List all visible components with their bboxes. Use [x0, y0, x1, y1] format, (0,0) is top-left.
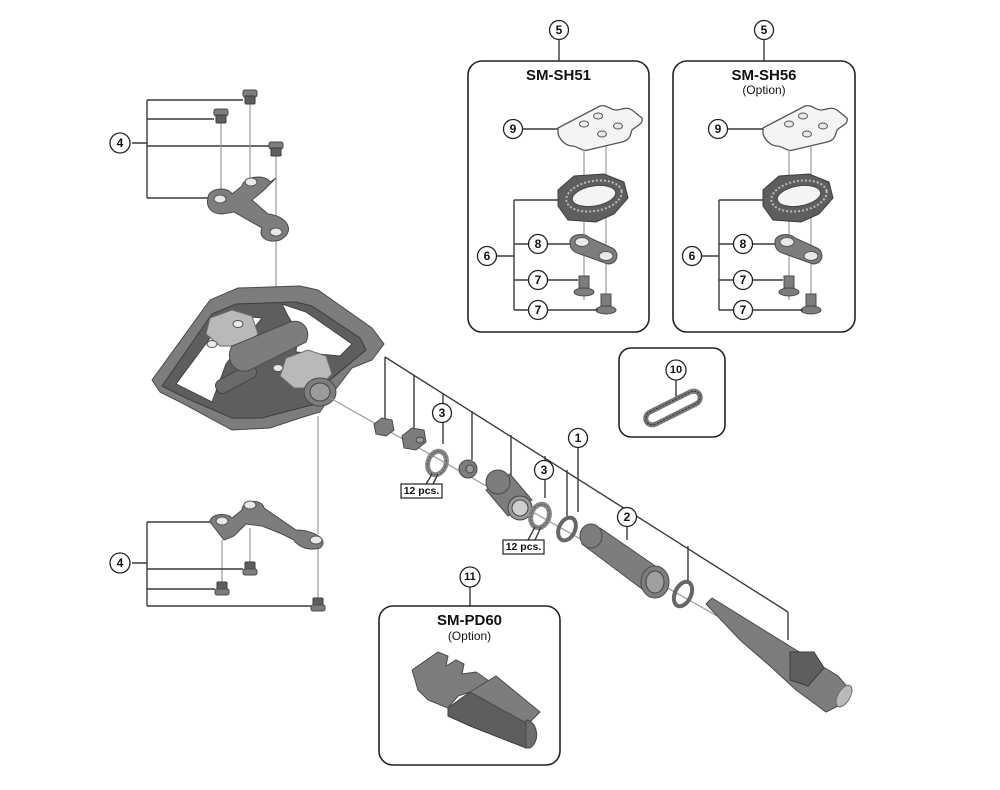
callout-3b: 3 [533, 459, 555, 481]
callout-label: 8 [535, 237, 542, 251]
screw-part [242, 561, 258, 576]
callout-8a: 8 [527, 233, 549, 255]
screw-part [213, 108, 229, 124]
lock-nut-part [373, 417, 395, 437]
top-retention-plate-group [132, 89, 289, 300]
leader-4-top [132, 99, 270, 199]
bottom-retention-plate-group [132, 416, 326, 612]
callout-label: 8 [740, 237, 747, 251]
box-subtitle: (Option) [448, 629, 491, 643]
callout-label: 6 [484, 249, 491, 263]
box-sm-sh56: SM-SH56 (Option) [672, 40, 856, 333]
cleat-bolt [778, 275, 800, 297]
axis-line [221, 416, 319, 598]
steel-balls-part [528, 501, 552, 531]
callout-label: 6 [689, 249, 696, 263]
cleat-ring-part [643, 388, 703, 428]
qty-text: 12 pcs. [404, 485, 440, 497]
retention-plate [209, 501, 324, 550]
retention-plate [207, 176, 289, 242]
callout-2: 2 [616, 506, 638, 528]
callout-6a: 6 [476, 245, 498, 267]
callout-label: 2 [624, 510, 631, 524]
callout-label: 4 [117, 136, 124, 150]
axis-line [220, 104, 277, 300]
callout-label: 5 [761, 23, 768, 37]
callout-label: 7 [740, 273, 747, 287]
sleeve-part [485, 469, 533, 521]
callout-9a: 9 [502, 118, 524, 140]
callout-label: 7 [535, 273, 542, 287]
cleat-bolt [800, 293, 822, 315]
callout-8b: 8 [732, 233, 754, 255]
callout-label: 11 [464, 571, 476, 583]
box-title: SM-SH56 [731, 67, 796, 84]
cleat-bolt [595, 293, 617, 315]
pedal-body [151, 285, 385, 431]
callout-label: 3 [439, 406, 446, 420]
callout-3a: 3 [431, 402, 453, 424]
callout-1: 1 [567, 427, 589, 449]
axle-part [705, 597, 853, 713]
box-title: SM-PD60 [437, 612, 502, 629]
cone-sleeve-part [579, 523, 670, 599]
callout-label: 4 [117, 556, 124, 570]
callout-7a1: 7 [527, 269, 549, 291]
callout-label: 7 [535, 303, 542, 317]
screw-part [242, 89, 258, 105]
callout-9b: 9 [707, 118, 729, 140]
callout-label: 9 [510, 122, 517, 136]
box-sm-pd60: SM-PD60 (Option) [378, 587, 561, 766]
callout-5a: 5 [548, 19, 570, 41]
box-subtitle: (Option) [742, 83, 785, 97]
callout-label: 1 [575, 431, 582, 445]
qty-leader [424, 473, 542, 541]
cleat-body [762, 173, 834, 223]
leader-1 [566, 448, 579, 516]
callout-4-top: 4 [109, 132, 131, 154]
screw-part [214, 581, 230, 596]
callout-label: 5 [556, 23, 563, 37]
callout-10: 10 [665, 359, 687, 381]
cleat-washer-plate [762, 104, 848, 152]
quantity-label-2: 12 pcs. [502, 539, 545, 555]
bearing-cup-part [458, 459, 478, 479]
dust-seal-part [671, 579, 695, 609]
screw-part [268, 141, 284, 157]
box-part-10 [618, 347, 726, 438]
callout-label: 10 [670, 364, 682, 376]
steel-balls-part [425, 448, 449, 478]
callout-7a2: 7 [527, 299, 549, 321]
callout-7b2: 7 [732, 299, 754, 321]
box-sm-sh51: SM-SH51 [467, 40, 650, 333]
callout-label: 7 [740, 303, 747, 317]
cone-nut-part [401, 427, 427, 451]
callout-label: 3 [541, 463, 548, 477]
callout-7b1: 7 [732, 269, 754, 291]
cleat-body [557, 173, 629, 223]
qty-text: 12 pcs. [506, 541, 542, 553]
cleat-washer-plate [557, 104, 643, 152]
cleat-bolt [573, 275, 595, 297]
callout-11: 11 [459, 566, 481, 588]
reflector-part [411, 651, 541, 749]
leader-4-bottom [132, 521, 311, 607]
screw-part [310, 597, 326, 612]
callout-5b: 5 [753, 19, 775, 41]
callout-6b: 6 [681, 245, 703, 267]
callout-label: 9 [715, 122, 722, 136]
box-title: SM-SH51 [526, 67, 591, 84]
quantity-label-1: 12 pcs. [400, 483, 443, 499]
dust-seal-part [556, 515, 578, 543]
leader-axle-assembly [384, 356, 789, 640]
callout-4-bottom: 4 [109, 552, 131, 574]
